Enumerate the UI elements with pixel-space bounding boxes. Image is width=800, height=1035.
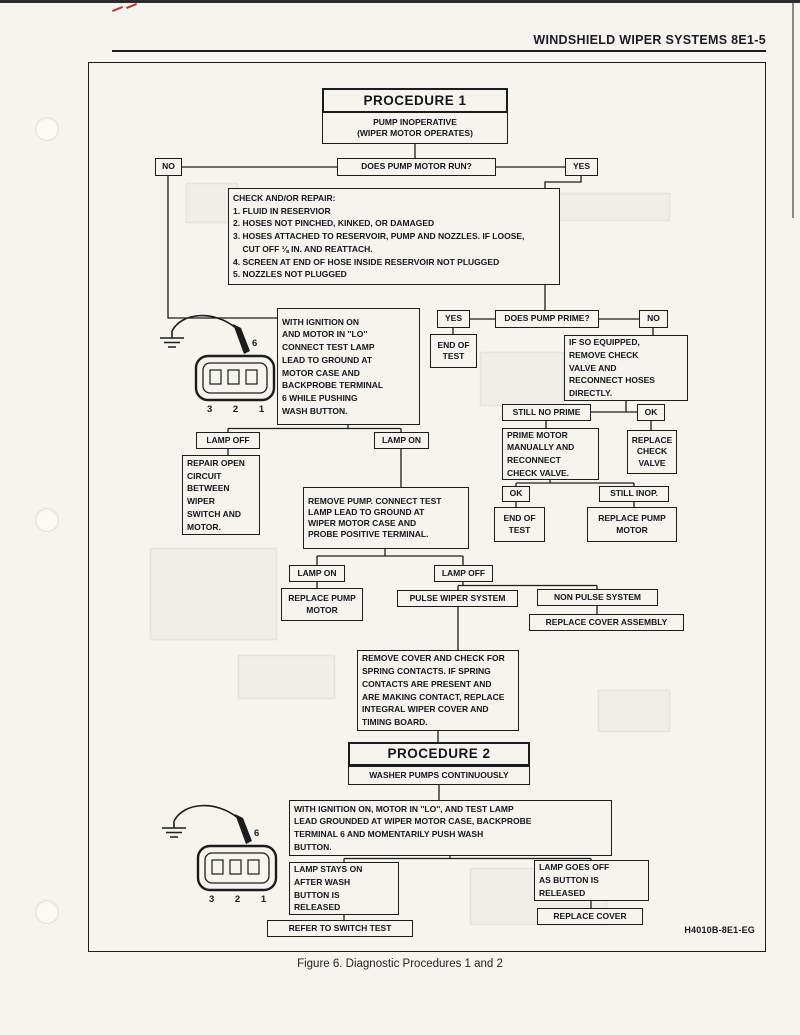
replace-pump-motor-1: REPLACE PUMP MOTOR <box>587 507 677 542</box>
terminal-321-labels: 3 2 1 <box>207 404 273 415</box>
branch-lamp-on-1: LAMP ON <box>374 432 429 449</box>
scan-edge-top <box>0 0 800 3</box>
replace-cover-assembly-box: REPLACE COVER ASSEMBLY <box>529 614 684 631</box>
ground-symbol-icon <box>160 331 184 348</box>
check-and-repair-box: CHECK AND/OR REPAIR: 1. FLUID IN RESERVI… <box>228 188 560 285</box>
wiper-connector-diagram-1: 6 3 2 1 <box>160 314 276 415</box>
remove-pump-box: REMOVE PUMP. CONNECT TEST LAMP LEAD TO G… <box>303 487 469 549</box>
branch-ok-2: OK <box>502 486 530 502</box>
replace-pump-motor-2: REPLACE PUMP MOTOR <box>281 588 363 621</box>
branch-yes-2: YES <box>437 310 470 328</box>
end-of-test-2: END OF TEST <box>494 507 545 542</box>
pin-slot <box>245 369 258 385</box>
test-lamp-wire <box>171 314 237 332</box>
if-so-equipped-box: IF SO EQUIPPED, REMOVE CHECK VALVE AND R… <box>564 335 688 401</box>
pin-slot <box>247 859 260 875</box>
refer-to-switch-test-box: REFER TO SWITCH TEST <box>267 920 413 937</box>
test-probe-icon <box>235 814 252 844</box>
bleed-through-artifact <box>598 690 670 732</box>
branch-still-no-prime: STILL NO PRIME <box>502 404 591 421</box>
pin-slot <box>211 859 224 875</box>
procedure1-subtitle: PUMP INOPERATIVE (WIPER MOTOR OPERATES) <box>322 112 508 144</box>
figure-border <box>88 62 766 952</box>
page-header: WINDSHIELD WIPER SYSTEMS 8E1-5 <box>533 33 766 47</box>
terminal-6-label: 6 <box>254 828 259 839</box>
document-code: H4010B-8E1-EG <box>684 925 755 935</box>
bleed-through-artifact <box>238 655 335 699</box>
header-rule <box>112 50 766 52</box>
pin-slot <box>227 369 240 385</box>
wiper-connector-diagram-2: 6 3 2 1 <box>162 804 278 905</box>
branch-no-2: NO <box>639 310 668 328</box>
procedure1-title: PROCEDURE 1 <box>322 88 508 113</box>
connector-body <box>194 354 276 402</box>
pin-slot <box>209 369 222 385</box>
scan-edge-right <box>792 0 794 218</box>
branch-ok-1: OK <box>637 404 665 421</box>
bleed-through-artifact <box>150 548 277 640</box>
terminal-6-label: 6 <box>252 338 257 349</box>
figure-caption: Figure 6. Diagnostic Procedures 1 and 2 <box>297 958 503 970</box>
test-lamp-wire <box>173 804 239 822</box>
flow-lines <box>167 144 654 920</box>
branch-yes-1: YES <box>565 158 598 176</box>
with-ignition-test-box-2: WITH IGNITION ON, MOTOR IN ''LO'', AND T… <box>289 800 612 856</box>
connector-inner <box>204 852 270 884</box>
hole-punch <box>35 117 59 141</box>
question-does-pump-motor-run: DOES PUMP MOTOR RUN? <box>337 158 496 176</box>
repair-open-circuit-box: REPAIR OPEN CIRCUIT BETWEEN WIPER SWITCH… <box>182 455 260 535</box>
hole-punch <box>35 900 59 924</box>
procedure2-subtitle: WASHER PUMPS CONTINUOUSLY <box>348 766 530 785</box>
terminal-321-labels: 3 2 1 <box>209 894 275 905</box>
pin-slot <box>229 859 242 875</box>
connector-inner <box>202 362 268 394</box>
branch-lamp-on-2: LAMP ON <box>289 565 345 582</box>
with-ignition-test-box-1: WITH IGNITION ON AND MOTOR IN ''LO'' CON… <box>277 308 420 425</box>
branch-still-inop: STILL INOP. <box>599 486 669 502</box>
branch-no-1: NO <box>155 158 182 176</box>
end-of-test-1: END OF TEST <box>430 334 477 368</box>
branch-non-pulse-system: NON PULSE SYSTEM <box>537 589 658 606</box>
prime-motor-manually-box: PRIME MOTOR MANUALLY AND RECONNECT CHECK… <box>502 428 599 480</box>
replace-check-valve-box: REPLACE CHECK VALVE <box>627 430 677 474</box>
branch-lamp-goes-off: LAMP GOES OFF AS BUTTON IS RELEASED <box>534 860 649 901</box>
ground-symbol-icon <box>162 821 186 838</box>
test-probe-icon <box>233 324 250 354</box>
branch-lamp-off-2: LAMP OFF <box>434 565 493 582</box>
branch-lamp-off-1: LAMP OFF <box>196 432 260 449</box>
connector-body <box>196 844 278 892</box>
branch-lamp-stays-on: LAMP STAYS ON AFTER WASH BUTTON IS RELEA… <box>289 862 399 915</box>
replace-cover-box: REPLACE COVER <box>537 908 643 925</box>
branch-pulse-wiper-system: PULSE WIPER SYSTEM <box>397 590 518 607</box>
procedure2-title: PROCEDURE 2 <box>348 742 530 766</box>
hole-punch <box>35 508 59 532</box>
question-does-pump-prime: DOES PUMP PRIME? <box>495 310 599 328</box>
remove-cover-check-box: REMOVE COVER AND CHECK FOR SPRING CONTAC… <box>357 650 519 731</box>
